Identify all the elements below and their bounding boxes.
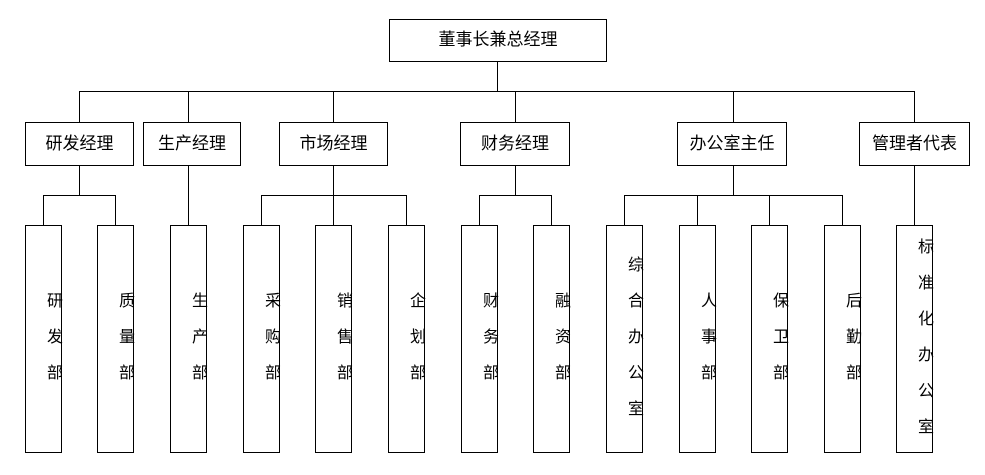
dept-label: 财务部 — [480, 292, 499, 400]
manager-drop-line — [914, 91, 915, 122]
dept-label: 保卫部 — [770, 292, 789, 400]
dept-stem-line — [333, 166, 334, 195]
dept-box-general-office: 综合办公室 — [606, 225, 644, 453]
dept-label: 标准化办公室 — [915, 238, 934, 454]
dept-label: 研发部 — [44, 292, 63, 400]
dept-box-security: 保卫部 — [751, 225, 789, 453]
dept-label: 后勤部 — [843, 292, 862, 400]
dept-stem-line — [914, 166, 915, 225]
manager-box-production: 生产经理 — [143, 122, 241, 166]
dept-label: 销售部 — [334, 292, 353, 400]
dept-label: 综合办公室 — [625, 256, 644, 436]
manager-box-rd: 研发经理 — [25, 122, 134, 166]
manager-drop-line — [515, 91, 516, 122]
root-title: 董事长兼总经理 — [438, 30, 558, 50]
dept-box-rd: 研发部 — [25, 225, 63, 453]
manager-title: 市场经理 — [299, 133, 368, 154]
manager-drop-line — [333, 91, 334, 122]
dept-box-sales: 销售部 — [315, 225, 353, 453]
dept-box-financing: 融资部 — [533, 225, 571, 453]
dept-drop-line — [624, 195, 625, 225]
manager-drop-line — [733, 91, 734, 122]
dept-box-purchasing: 采购部 — [243, 225, 281, 453]
dept-bus-line — [261, 195, 407, 196]
dept-bus-line — [43, 195, 116, 196]
manager-title: 办公室主任 — [689, 133, 775, 154]
dept-label: 质量部 — [116, 292, 135, 400]
dept-label: 融资部 — [552, 292, 571, 400]
manager-box-mgmt-rep: 管理者代表 — [859, 122, 970, 166]
dept-box-standardization: 标准化办公室 — [896, 225, 934, 454]
dept-drop-line — [333, 195, 334, 225]
dept-bus-line — [479, 195, 552, 196]
dept-drop-line — [406, 195, 407, 225]
dept-stem-line — [188, 166, 189, 225]
dept-label: 人事部 — [698, 292, 717, 400]
dept-drop-line — [479, 195, 480, 225]
manager-drop-line — [188, 91, 189, 122]
dept-box-finance: 财务部 — [461, 225, 499, 453]
dept-box-hr: 人事部 — [679, 225, 717, 453]
root-box: 董事长兼总经理 — [389, 19, 607, 62]
manager-title: 管理者代表 — [872, 133, 957, 154]
manager-box-office: 办公室主任 — [677, 122, 787, 166]
dept-drop-line — [261, 195, 262, 225]
manager-bus-line — [79, 91, 915, 92]
dept-drop-line — [551, 195, 552, 225]
dept-stem-line — [79, 166, 80, 195]
manager-box-finance: 财务经理 — [460, 122, 570, 166]
dept-label: 企划部 — [407, 292, 426, 400]
dept-box-logistics: 后勤部 — [824, 225, 862, 453]
dept-drop-line — [697, 195, 698, 225]
manager-box-market: 市场经理 — [279, 122, 388, 166]
root-stem-line — [497, 62, 498, 92]
dept-drop-line — [769, 195, 770, 225]
manager-drop-line — [79, 91, 80, 122]
dept-box-quality: 质量部 — [97, 225, 135, 453]
dept-bus-line — [624, 195, 843, 196]
dept-stem-line — [733, 166, 734, 195]
dept-box-production: 生产部 — [170, 225, 208, 453]
manager-title: 财务经理 — [481, 133, 549, 154]
dept-drop-line — [43, 195, 44, 225]
dept-label: 生产部 — [189, 292, 208, 400]
dept-drop-line — [115, 195, 116, 225]
manager-title: 研发经理 — [45, 133, 114, 154]
dept-drop-line — [842, 195, 843, 225]
dept-label: 采购部 — [262, 292, 281, 400]
dept-stem-line — [515, 166, 516, 195]
dept-box-planning: 企划部 — [388, 225, 426, 453]
manager-title: 生产经理 — [158, 133, 226, 154]
